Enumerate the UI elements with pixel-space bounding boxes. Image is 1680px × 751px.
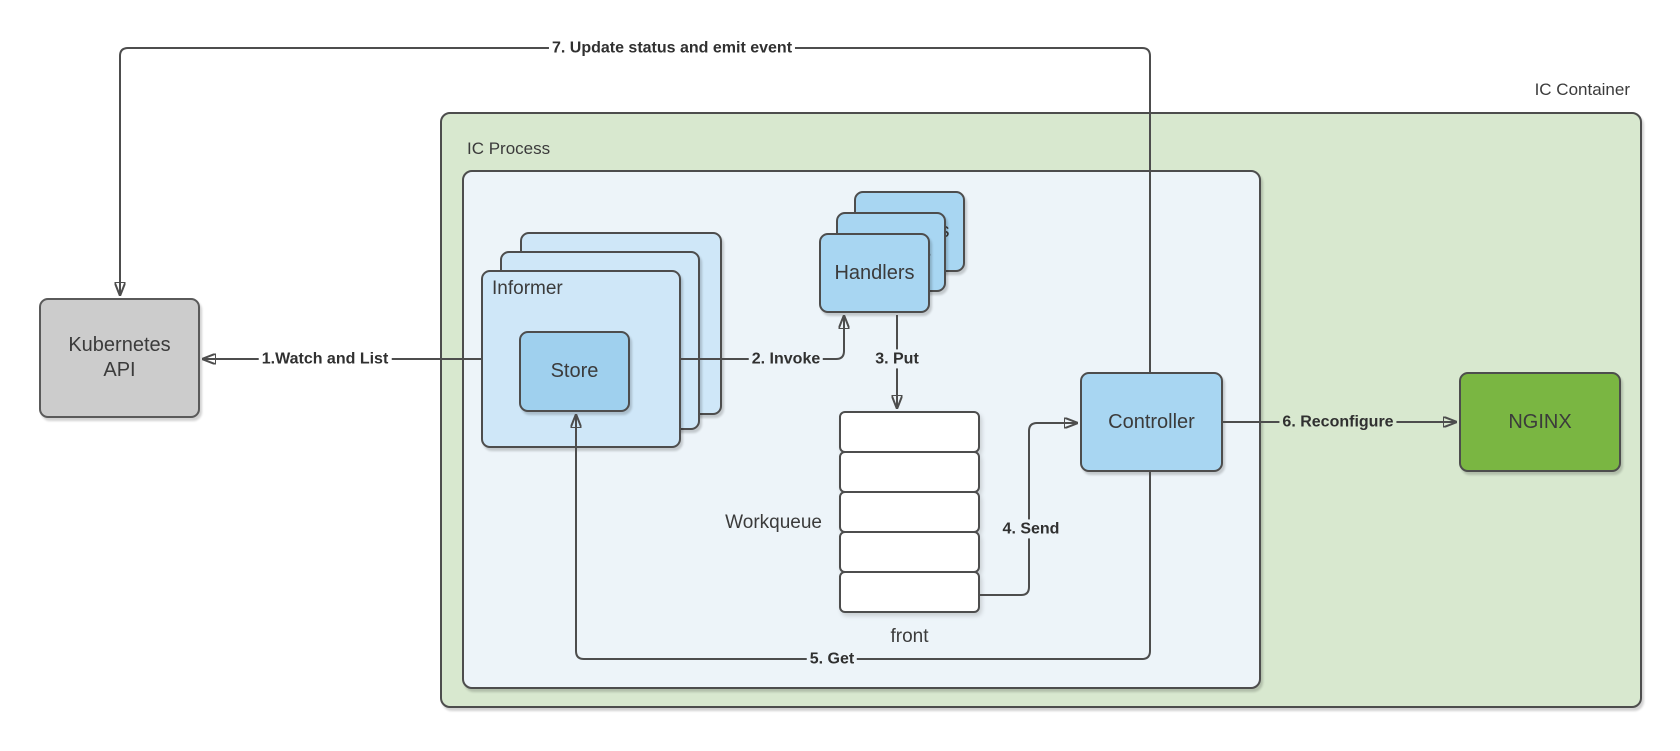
- edge-label-reconfigure: 6. Reconfigure: [1279, 412, 1397, 432]
- edge-label-put: 3. Put: [872, 349, 922, 369]
- nginx-box: NGINX: [1459, 372, 1621, 472]
- store-box: Store: [519, 331, 630, 412]
- workqueue-slot: [839, 531, 980, 573]
- ic-container-label: IC Container: [1534, 80, 1630, 99]
- kubernetes-api-label: Kubernetes API: [68, 334, 171, 381]
- workqueue-slot: [839, 491, 980, 533]
- edge-label-update-status: 7. Update status and emit event: [548, 38, 796, 58]
- controller-label: Controller: [1108, 410, 1195, 433]
- informer-label: Informer: [492, 278, 563, 299]
- handlers-label: Handlers: [834, 261, 915, 284]
- workqueue-slot: [839, 451, 980, 493]
- nginx-label: NGINX: [1508, 410, 1572, 433]
- controller-box: Controller: [1080, 372, 1223, 472]
- workqueue-stack: [839, 411, 980, 613]
- handlers-box: Handlers: [819, 233, 930, 313]
- workqueue-slot: [839, 411, 980, 453]
- edge-label-invoke: 2. Invoke: [748, 349, 824, 369]
- kubernetes-api-box: Kubernetes API: [39, 298, 200, 418]
- edge-label-get: 5. Get: [806, 649, 858, 669]
- workqueue-label: Workqueue: [725, 512, 822, 533]
- edge-label-send: 4. Send: [999, 519, 1063, 539]
- ic-process-label: IC Process: [467, 139, 551, 158]
- workqueue-slot: [839, 571, 980, 613]
- workqueue-front-label: front: [890, 626, 929, 647]
- edge-label-watch-and-list: 1.Watch and List: [258, 349, 392, 369]
- store-label: Store: [550, 360, 599, 382]
